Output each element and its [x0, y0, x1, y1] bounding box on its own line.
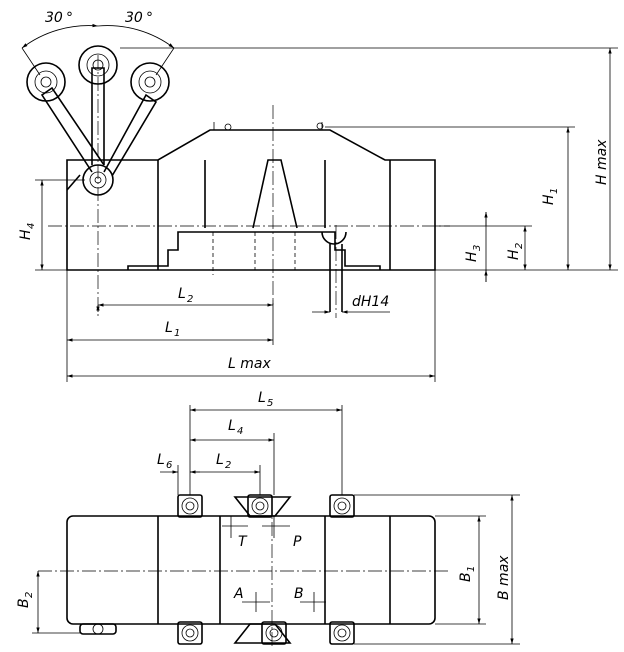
height-dimensions: H max H 1 H 2 H 3 [120, 47, 618, 282]
valve-body [66, 122, 436, 312]
dim-bmax: B max [496, 555, 512, 600]
dim-b2: B [16, 598, 32, 608]
dim-l2-front: L [178, 286, 186, 302]
top-length-dimensions: L 5 L 4 L 2 L 6 [157, 390, 343, 495]
dim-l4-sub: 4 [237, 426, 243, 437]
top-center-lines [38, 500, 450, 648]
angle-dimensions: 30 ° 30 ° [21, 10, 175, 76]
width-dimensions: B 1 B max B 2 [16, 494, 520, 645]
dim-h4: H [18, 229, 34, 240]
dim-l5-sub: 5 [267, 398, 273, 409]
port-a-label: A [233, 586, 244, 602]
port-b-label: B [294, 586, 304, 602]
top-body [66, 496, 436, 644]
length-dimensions: L 2 L 1 L max dH14 [66, 270, 436, 382]
bolt [261, 621, 287, 645]
bolt [177, 494, 203, 518]
bolt [247, 494, 273, 518]
handle-stub [79, 623, 117, 635]
front-view: 30 ° 30 ° H max H 1 H 2 [18, 10, 618, 382]
angle-right-deg: ° [146, 10, 153, 26]
dim-l5: L [258, 390, 266, 406]
port-p-label: P [293, 534, 302, 550]
angle-left-label: 30 [45, 10, 63, 26]
mounting-bolts [79, 494, 355, 645]
dim-b1: B [458, 572, 474, 582]
dim-h1: H [541, 194, 557, 205]
dim-h2: H [506, 249, 522, 260]
dim-l1: L [165, 320, 173, 336]
dim-l1-sub: 1 [174, 328, 180, 339]
dim-h2-sub: 2 [514, 243, 525, 249]
angle-left-deg: ° [66, 10, 73, 26]
h4-dimension: H 4 [18, 179, 85, 271]
dim-dh14: dH14 [352, 294, 389, 310]
dim-lmax: L max [228, 356, 271, 372]
dim-l2-top-sub: 2 [225, 460, 231, 471]
port-marks: T P A B [222, 516, 326, 612]
angle-right-label: 30 [125, 10, 143, 26]
top-view: T P A B L 5 L 4 L 2 L [16, 390, 520, 648]
bolt [177, 621, 203, 645]
dim-l6-sub: 6 [166, 460, 172, 471]
dim-l2-top: L [216, 452, 224, 468]
dim-l4: L [228, 418, 236, 434]
dim-b1-sub: 1 [466, 566, 477, 572]
dim-h4-sub: 4 [26, 223, 37, 229]
bolt [329, 621, 355, 645]
dim-h3: H [464, 251, 480, 262]
dim-l2-front-sub: 2 [187, 294, 193, 305]
dim-h1-sub: 1 [549, 188, 560, 194]
front-center-lines [48, 55, 450, 318]
port-t-label: T [238, 534, 248, 550]
dim-hmax: H max [594, 139, 610, 185]
dim-h3-sub: 3 [472, 245, 483, 251]
dim-l6: L [157, 452, 165, 468]
dim-b2-sub: 2 [24, 592, 35, 598]
bolt [329, 494, 355, 518]
